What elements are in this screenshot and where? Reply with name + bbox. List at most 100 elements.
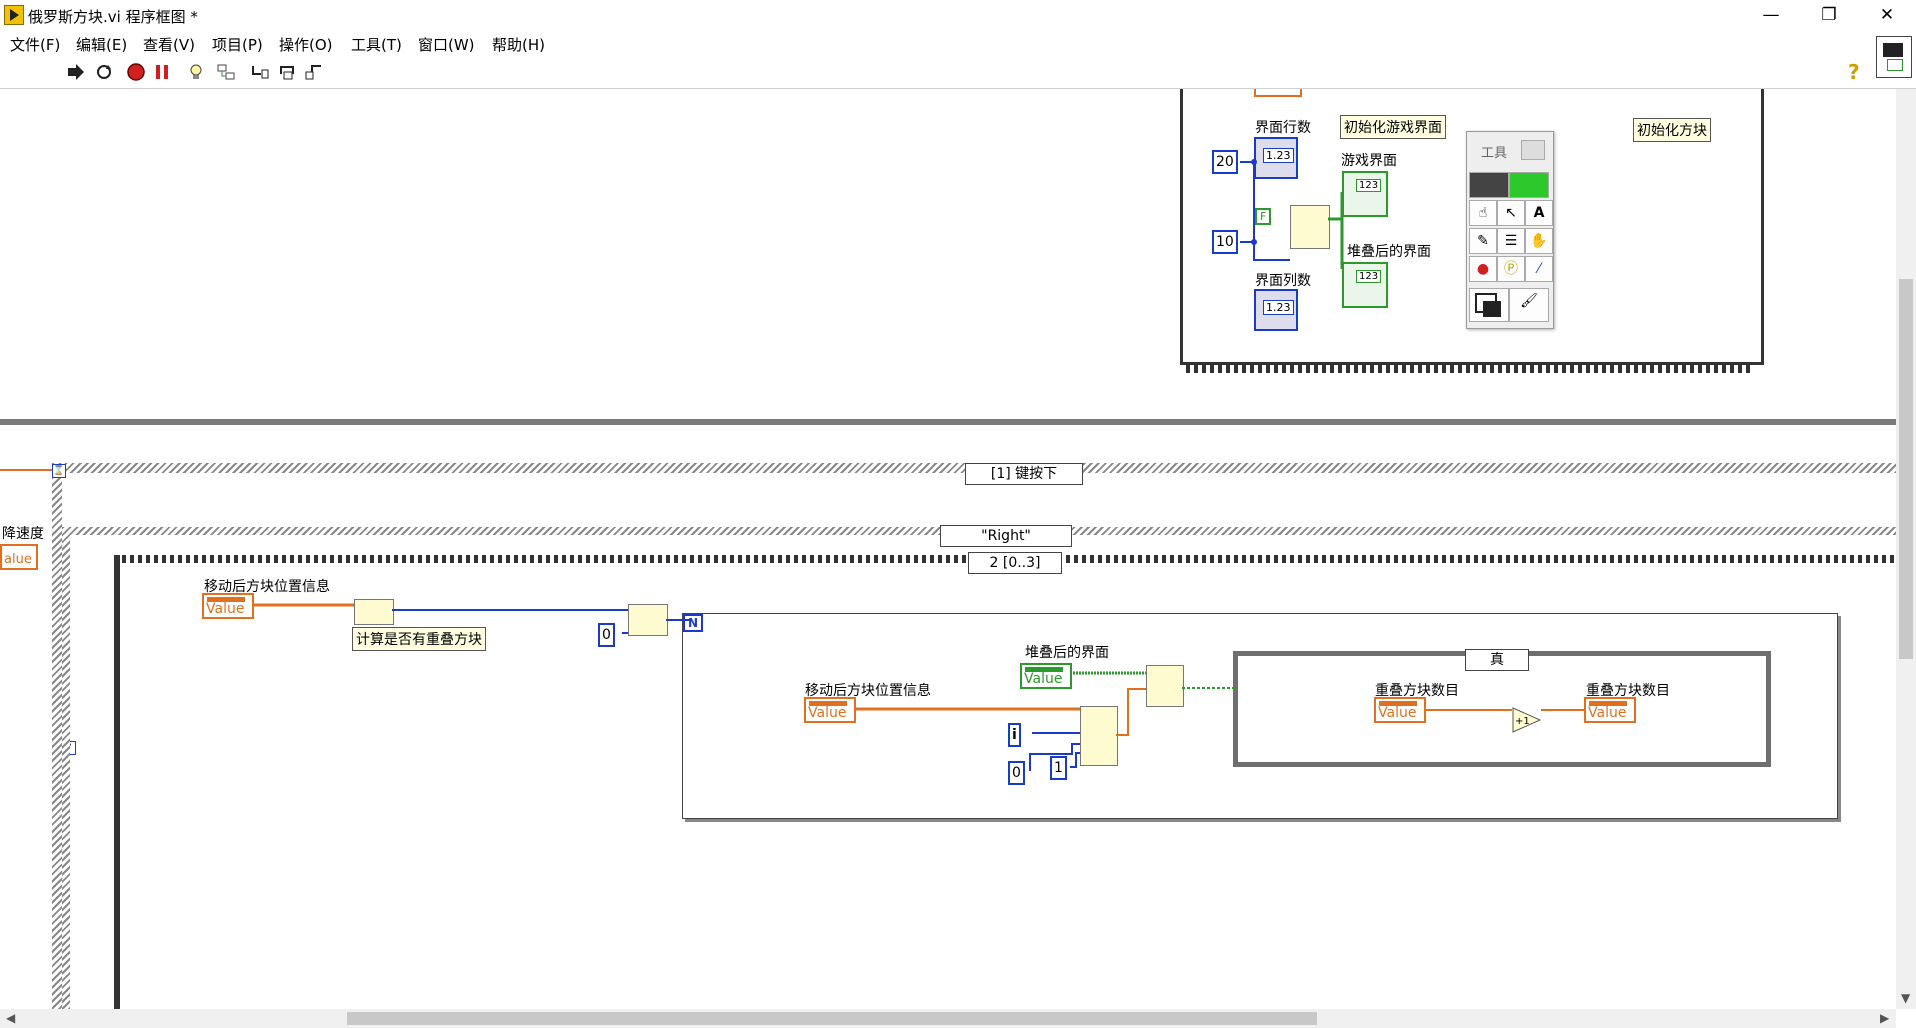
speed-terminal[interactable]: alue xyxy=(0,544,38,570)
step-into-icon[interactable] xyxy=(250,62,270,82)
help-icon[interactable]: ? xyxy=(1848,60,1860,84)
stacked-ui-label-inner: 堆叠后的界面 xyxy=(1025,645,1109,661)
scroll-down-icon[interactable]: ▼ xyxy=(1901,991,1911,1005)
horizontal-scroll-thumb[interactable] xyxy=(347,1012,1317,1025)
overlap-count-label-write: 重叠方块数目 xyxy=(1586,683,1670,699)
minimize-button[interactable]: — xyxy=(1762,5,1780,25)
horizontal-scrollbar[interactable]: ◀ ▶ xyxy=(0,1009,1896,1028)
rows-control[interactable]: 1.23 xyxy=(1254,137,1298,179)
maximize-button[interactable]: ❐ xyxy=(1821,5,1837,25)
scroll-window-tool-icon[interactable]: ✋ xyxy=(1525,228,1553,254)
one-constant[interactable]: 1 xyxy=(1050,756,1067,780)
wire xyxy=(0,469,52,471)
scroll-right-icon[interactable]: ▶ xyxy=(1880,1011,1890,1025)
run-icon[interactable] xyxy=(66,62,86,82)
calc-overlap-free-label: 计算是否有重叠方块 xyxy=(352,627,486,651)
overlap-count-label: 重叠方块数目 xyxy=(1375,683,1459,699)
breakpoint-tool-icon[interactable]: ● xyxy=(1469,256,1497,282)
cluster-terminal xyxy=(1254,89,1302,97)
moved-block-label: 移动后方块位置信息 xyxy=(204,579,330,595)
menu-file[interactable]: 文件(F) xyxy=(10,36,61,54)
title-bar: 俄罗斯方块.vi 程序框图 * — ❐ ✕ xyxy=(0,0,1916,30)
highlight-execution-icon[interactable] xyxy=(186,62,206,82)
filmstrip xyxy=(1186,365,1754,373)
menu-view[interactable]: 查看(V) xyxy=(143,36,195,54)
init-block-free-label: 初始化方块 xyxy=(1633,118,1711,142)
menu-project[interactable]: 项目(P) xyxy=(212,36,263,54)
object-shortcut-menu-tool-icon[interactable]: ☰ xyxy=(1497,228,1525,254)
abort-icon[interactable] xyxy=(126,62,146,82)
increment-node[interactable]: +1 xyxy=(1512,707,1542,733)
event-selector[interactable]: [1] 键按下 xyxy=(965,463,1083,485)
menu-bar: 文件(F) 编辑(E) 查看(V) 项目(P) 操作(O) 工具(T) 窗口(W… xyxy=(0,30,1916,56)
index-array-node[interactable] xyxy=(1080,706,1118,766)
run-continuously-icon[interactable] xyxy=(94,62,114,82)
tools-palette[interactable]: 工具 ☝ ↖ A ✎ ☰ ✋ ● Ⓟ ⁄ 🖌 xyxy=(1466,131,1554,329)
game-ui-indicator[interactable]: 123 xyxy=(1342,171,1388,217)
edit-text-tool-icon[interactable]: A xyxy=(1525,200,1553,226)
svg-text:+1: +1 xyxy=(1515,716,1530,727)
stacked-ui-label: 堆叠后的界面 xyxy=(1347,244,1431,260)
index-array-2d-node[interactable] xyxy=(1146,665,1184,707)
close-button[interactable]: ✕ xyxy=(1879,5,1895,25)
menu-edit[interactable]: 编辑(E) xyxy=(76,36,128,54)
get-color-tool-icon[interactable]: ⁄ xyxy=(1525,256,1553,282)
array-display: 123 xyxy=(1356,179,1382,192)
initialize-array-node[interactable] xyxy=(1290,205,1330,249)
pause-icon[interactable] xyxy=(152,62,172,82)
moved-block-local-variable[interactable]: Value xyxy=(202,593,254,619)
diagram-wires xyxy=(252,603,1584,771)
calculate-overlap-subvi[interactable] xyxy=(354,599,394,625)
stacked-ui-indicator[interactable]: 123 xyxy=(1342,262,1388,308)
set-color-tool-icon[interactable] xyxy=(1469,288,1509,322)
auto-select-tool-icon[interactable] xyxy=(1469,172,1509,198)
menu-help[interactable]: 帮助(H) xyxy=(492,36,545,54)
position-select-tool-icon[interactable]: ↖ xyxy=(1497,200,1525,226)
retain-wire-values-icon[interactable] xyxy=(216,62,236,82)
rows-constant[interactable]: 20 xyxy=(1212,150,1238,174)
numeric-display: 1.23 xyxy=(1263,148,1294,163)
cols-constant[interactable]: 10 xyxy=(1212,230,1238,254)
init-ui-free-label: 初始化游戏界面 xyxy=(1340,115,1446,139)
rows-label: 界面行数 xyxy=(1255,120,1311,136)
operate-value-tool-icon[interactable]: ☝ xyxy=(1469,200,1497,226)
palette-close-button[interactable] xyxy=(1521,140,1545,160)
auto-tool-indicator-icon xyxy=(1509,172,1549,198)
block-diagram-canvas[interactable]: 界面行数 界面列数 初始化游戏界面 游戏界面 堆叠后的界面 初始化方块 20 1… xyxy=(0,89,1896,1009)
labview-vi-icon xyxy=(4,5,24,25)
overlap-count-read-variable[interactable]: Value xyxy=(1374,697,1426,723)
vertical-scrollbar[interactable]: ▼ xyxy=(1896,89,1916,1009)
game-ui-label: 游戏界面 xyxy=(1341,153,1397,169)
menu-tools[interactable]: 工具(T) xyxy=(351,36,402,54)
toolbar: ? xyxy=(0,36,1916,89)
vertical-scroll-thumb[interactable] xyxy=(1899,279,1913,659)
top-wires xyxy=(1240,159,1344,269)
moved-block-label-inner: 移动后方块位置信息 xyxy=(805,683,931,699)
diagram-separator xyxy=(0,419,1896,425)
color-brush-icon[interactable]: 🖌 xyxy=(1509,288,1549,322)
step-over-icon[interactable] xyxy=(278,62,298,82)
zero-constant-inner[interactable]: 0 xyxy=(1008,761,1025,785)
event-structure-border xyxy=(52,463,62,1009)
sequence-selector[interactable]: 2 [0..3] xyxy=(968,552,1062,574)
loop-count-terminal: N xyxy=(683,614,704,632)
zero-constant[interactable]: 0 xyxy=(598,623,615,647)
step-out-icon[interactable] xyxy=(304,62,324,82)
timeout-terminal: ⌛ xyxy=(52,464,66,478)
overlap-count-write-variable[interactable]: Value xyxy=(1584,697,1636,723)
menu-window[interactable]: 窗口(W) xyxy=(418,36,475,54)
numeric-display: 1.23 xyxy=(1263,300,1294,315)
vi-icon-pane[interactable] xyxy=(1876,36,1912,78)
speed-label: 降速度 xyxy=(2,526,44,542)
case-selector[interactable]: "Right" xyxy=(940,525,1072,547)
connect-wire-tool-icon[interactable]: ✎ xyxy=(1469,228,1497,254)
menu-operate[interactable]: 操作(O) xyxy=(279,36,333,54)
boolean-constant[interactable]: F xyxy=(1255,208,1272,225)
probe-data-tool-icon[interactable]: Ⓟ xyxy=(1497,256,1525,282)
cols-control[interactable]: 1.23 xyxy=(1254,289,1298,331)
window-title: 俄罗斯方块.vi 程序框图 * xyxy=(28,8,198,26)
scroll-left-icon[interactable]: ◀ xyxy=(6,1011,16,1025)
inner-case-selector[interactable]: 真 xyxy=(1465,649,1529,671)
stacked-ui-local-variable[interactable]: Value xyxy=(1020,663,1072,689)
array-display: 123 xyxy=(1356,270,1382,283)
